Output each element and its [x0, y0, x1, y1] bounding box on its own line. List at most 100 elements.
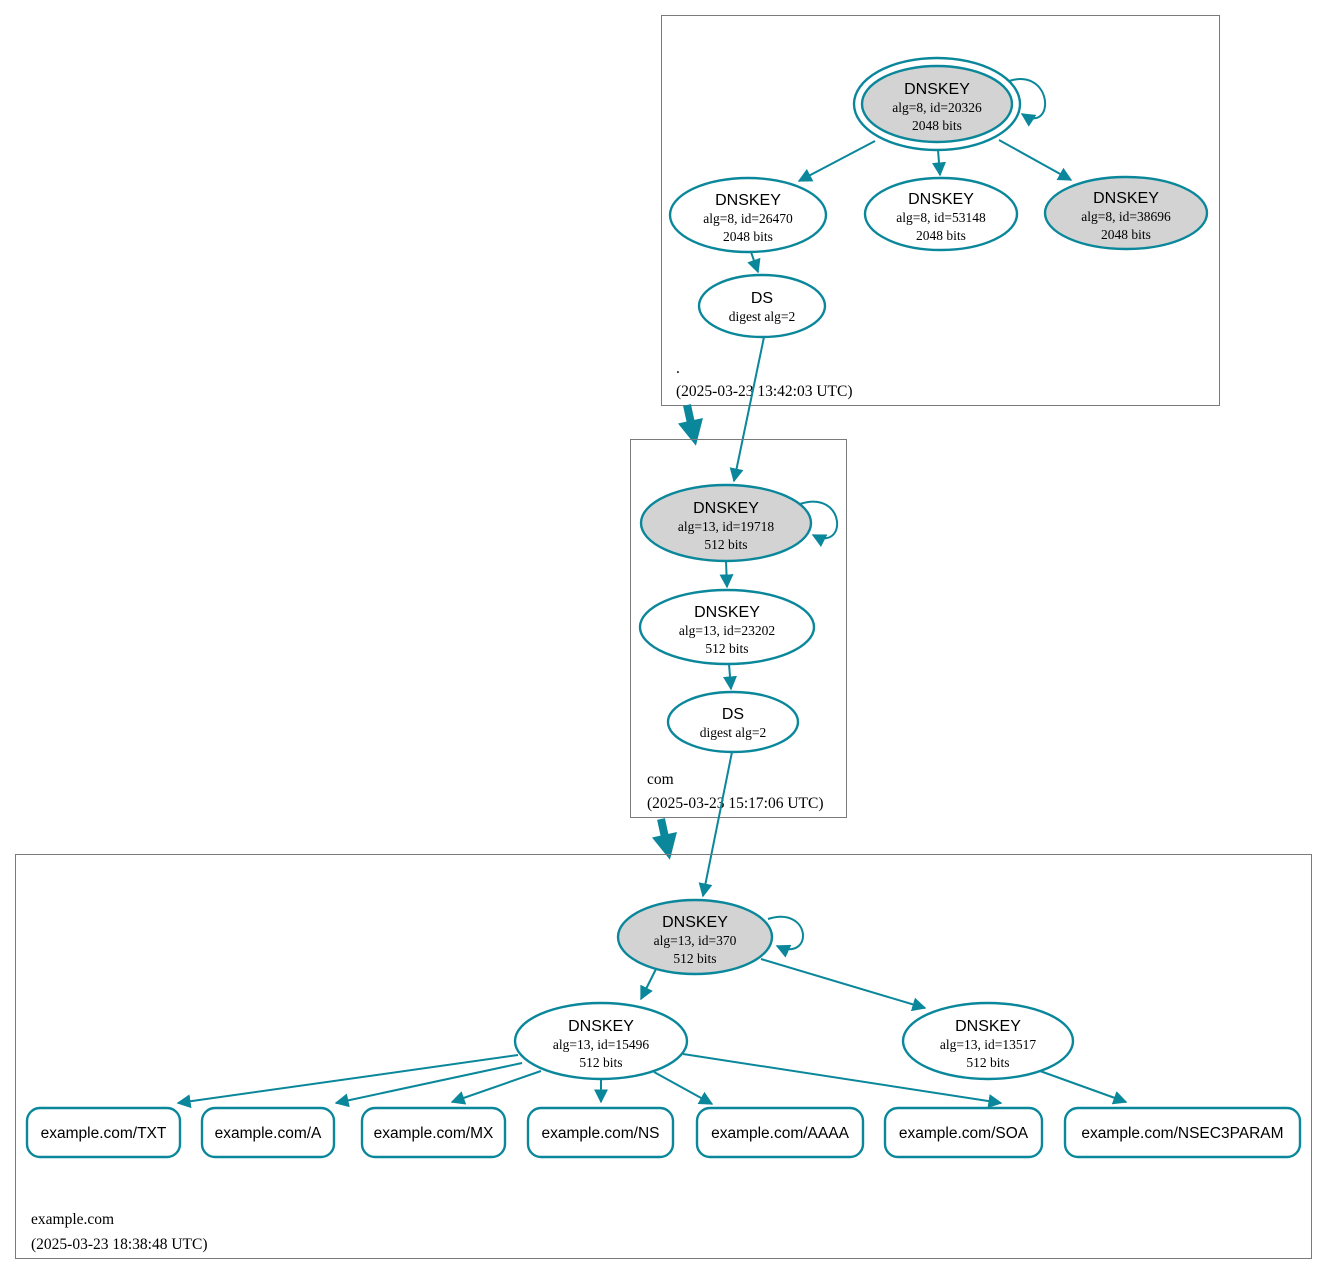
node-bits: 2048 bits	[723, 229, 773, 244]
dnskey-node-370: DNSKEY alg=13, id=370 512 bits	[616, 898, 774, 976]
zone-example-com: DNSKEY alg=13, id=370 512 bits DNSKEY al…	[15, 854, 1312, 1259]
dnskey-node-13517: DNSKEY alg=13, id=13517 512 bits	[901, 1001, 1075, 1081]
rrset-label: example.com/A	[215, 1125, 322, 1142]
zone-com-box	[630, 439, 847, 818]
node-title: DS	[751, 290, 773, 307]
edge-zsk13517-to-rrset-nsec3param	[1039, 1070, 1128, 1105]
zone-example-com-box	[15, 854, 1312, 1259]
dnskey-370-ellipse	[616, 898, 774, 976]
rrset-label: example.com/AAAA	[711, 1125, 849, 1142]
edge-zsk15496-to-rrset-soa	[682, 1053, 1003, 1108]
dnskey-38696-ellipse	[1043, 175, 1209, 251]
dnskey-15496-ellipse	[513, 1001, 689, 1081]
node-bits: 512 bits	[966, 1055, 1009, 1070]
dnskey-node-23202: DNSKEY alg=13, id=23202 512 bits	[638, 588, 816, 666]
node-bits: 2048 bits	[912, 118, 962, 133]
dnskey-23202-ellipse	[638, 588, 816, 666]
ds-root-ellipse	[697, 273, 827, 339]
edge-zsk15496-to-rrset-txt	[176, 1054, 519, 1109]
node-title: DS	[722, 706, 744, 723]
rrset-mx-box	[360, 1106, 507, 1159]
node-detail: alg=8, id=20326	[892, 100, 982, 115]
edge-zsk15496-to-rrset-aaaa	[653, 1071, 714, 1105]
zone-example-com-timestamp: (2025-03-23 18:38:48 UTC)	[31, 1236, 208, 1253]
dnskey-node-53148: DNSKEY alg=8, id=53148 2048 bits	[863, 176, 1019, 252]
node-title: DNSKEY	[904, 81, 970, 98]
node-detail: alg=13, id=370	[654, 933, 737, 948]
zone-root: DNSKEY alg=8, id=20326 2048 bits DNSKEY …	[661, 15, 1220, 406]
edge-com-zsk23202-to-ds	[723, 663, 737, 691]
rrset-node-mx: example.com/MX	[360, 1106, 507, 1159]
edge-root-ksk-to-ksk38696	[998, 139, 1073, 181]
node-title: DNSKEY	[715, 192, 781, 209]
zone-com-timestamp: (2025-03-23 15:17:06 UTC)	[647, 795, 824, 812]
ds-node-root: DS digest alg=2	[697, 273, 827, 339]
zone-com-name: com	[647, 771, 674, 788]
node-detail: alg=8, id=53148	[896, 210, 986, 225]
edge-zone-root-to-zone-com	[677, 404, 703, 446]
node-title: DNSKEY	[1093, 190, 1159, 207]
node-bits: 512 bits	[704, 537, 747, 552]
rrset-a-box	[200, 1106, 336, 1159]
rrset-label: example.com/MX	[374, 1125, 494, 1142]
dnskey-20326-inner-ring	[860, 64, 1014, 144]
dnskey-node-38696: DNSKEY alg=8, id=38696 2048 bits	[1043, 175, 1209, 251]
rrset-txt-box	[25, 1106, 182, 1159]
edge-example-ksk-to-zsk15496	[640, 968, 657, 1001]
dnskey-26470-ellipse	[668, 176, 828, 254]
edge-example-ksk-self-sign	[767, 915, 805, 958]
dnskey-node-26470: DNSKEY alg=8, id=26470 2048 bits	[668, 176, 828, 254]
edge-com-ksk-self-sign	[799, 500, 839, 547]
rrset-node-aaaa: example.com/AAAA	[695, 1106, 865, 1159]
rrset-label: example.com/SOA	[899, 1125, 1029, 1142]
node-detail: alg=8, id=38696	[1081, 209, 1171, 224]
edge-root-ksk-self-sign	[1005, 78, 1047, 127]
edge-zone-com-to-zone-example	[651, 818, 677, 860]
node-detail: alg=13, id=15496	[553, 1037, 649, 1052]
edge-zsk15496-to-rrset-mx	[450, 1070, 542, 1105]
edge-root-ds-to-com-ksk	[729, 336, 765, 483]
node-bits: 512 bits	[705, 641, 748, 656]
node-detail: alg=13, id=13517	[940, 1037, 1036, 1052]
node-title: DNSKEY	[693, 500, 759, 517]
rrset-node-a: example.com/A	[200, 1106, 336, 1159]
ds-node-com: DS digest alg=2	[666, 690, 800, 754]
dnskey-19718-ellipse	[639, 483, 813, 563]
zone-root-name: .	[676, 360, 680, 377]
edge-zsk15496-to-rrset-a	[334, 1062, 523, 1108]
rrset-node-nsec3param: example.com/NSEC3PARAM	[1063, 1106, 1302, 1159]
rrset-nsec3param-box	[1063, 1106, 1302, 1159]
node-detail: alg=13, id=23202	[679, 623, 775, 638]
rrset-node-soa: example.com/SOA	[883, 1106, 1044, 1159]
zone-root-box	[661, 15, 1220, 406]
edge-root-ksk-to-zsk53148	[932, 149, 946, 177]
rrset-ns-box	[526, 1106, 675, 1159]
edge-com-ksk-to-zsk23202	[719, 560, 734, 589]
rrset-label: example.com/TXT	[41, 1125, 167, 1142]
node-detail: digest alg=2	[700, 725, 766, 740]
dnskey-node-19718: DNSKEY alg=13, id=19718 512 bits	[639, 483, 813, 563]
rrset-label: example.com/NS	[541, 1125, 659, 1142]
node-title: DNSKEY	[955, 1018, 1021, 1035]
edge-root-zsk26470-to-ds	[747, 251, 761, 274]
zone-com: DNSKEY alg=13, id=19718 512 bits DNSKEY …	[630, 439, 847, 818]
zone-example-com-name: example.com	[31, 1211, 114, 1228]
dnskey-node-20326: DNSKEY alg=8, id=20326 2048 bits	[852, 56, 1022, 152]
edge-com-ds-to-example-ksk	[698, 751, 733, 898]
node-title: DNSKEY	[568, 1018, 634, 1035]
dnskey-53148-ellipse	[863, 176, 1019, 252]
rrset-soa-box	[883, 1106, 1044, 1159]
node-detail: alg=13, id=19718	[678, 519, 774, 534]
node-bits: 512 bits	[673, 951, 716, 966]
node-title: DNSKEY	[694, 604, 760, 621]
rrset-node-ns: example.com/NS	[526, 1106, 675, 1159]
edge-root-ksk-to-zsk26470	[797, 140, 876, 182]
node-title: DNSKEY	[662, 914, 728, 931]
rrset-node-txt: example.com/TXT	[25, 1106, 182, 1159]
edge-example-ksk-to-zsk13517	[760, 958, 927, 1012]
node-bits: 2048 bits	[916, 228, 966, 243]
ds-com-ellipse	[666, 690, 800, 754]
node-bits: 512 bits	[579, 1055, 622, 1070]
